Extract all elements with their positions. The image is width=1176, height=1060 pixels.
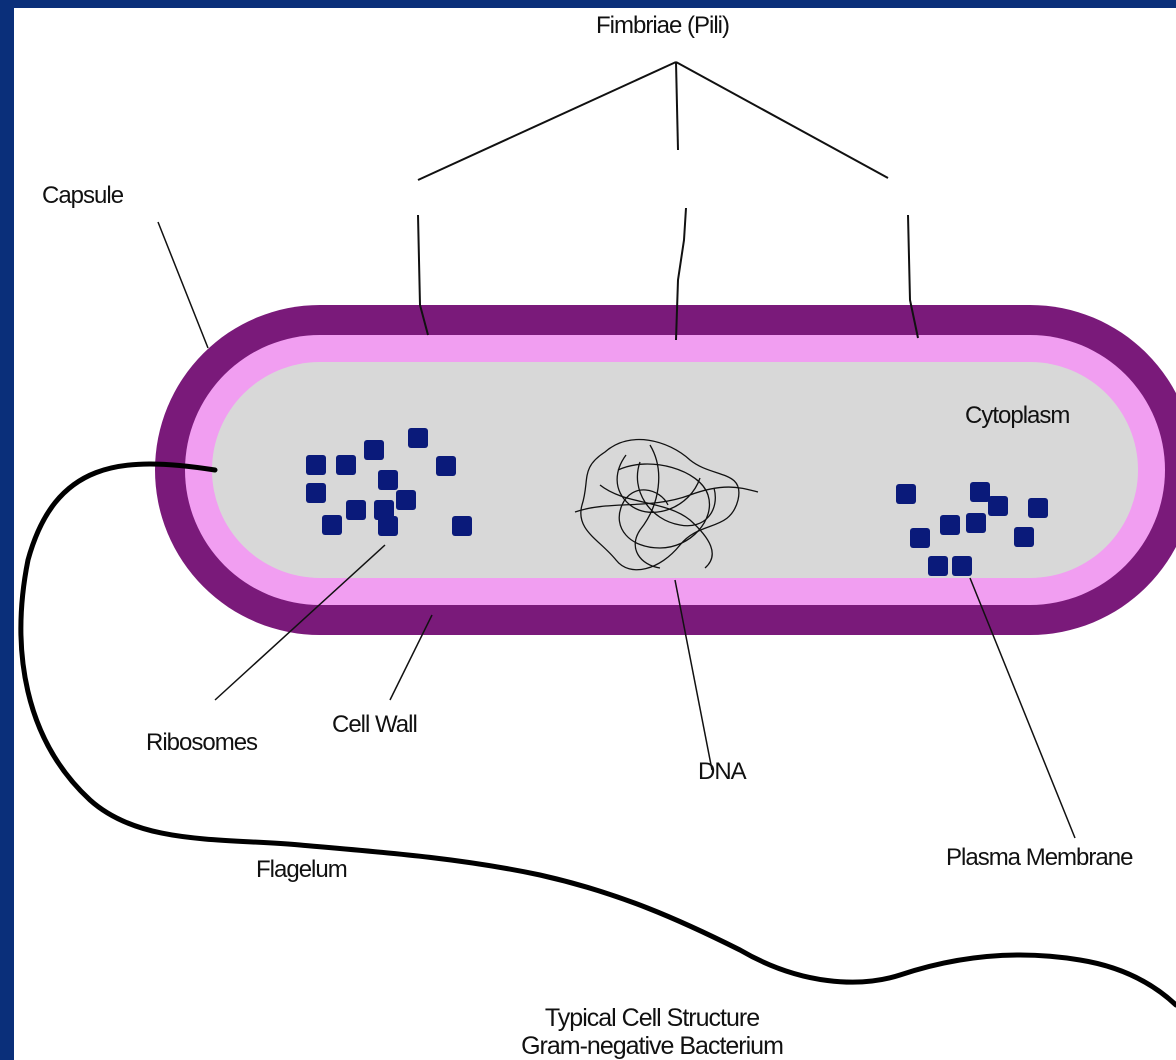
flagellum-label: Flagelum (256, 858, 347, 882)
cell-wall-label: Cell Wall (332, 713, 417, 737)
plasma-membrane-label: Plasma Membrane (946, 846, 1132, 870)
fimbriae-label: Fimbriae (Pili) (596, 14, 729, 38)
cytoplasm-label: Cytoplasm (965, 404, 1069, 428)
dna-label: DNA (698, 760, 746, 784)
ribosomes-label: Ribosomes (146, 731, 257, 755)
caption-line-2: Gram-negative Bacterium (521, 1034, 783, 1059)
caption-line-1: Typical Cell Structure (545, 1006, 759, 1031)
capsule-label: Capsule (42, 184, 123, 208)
